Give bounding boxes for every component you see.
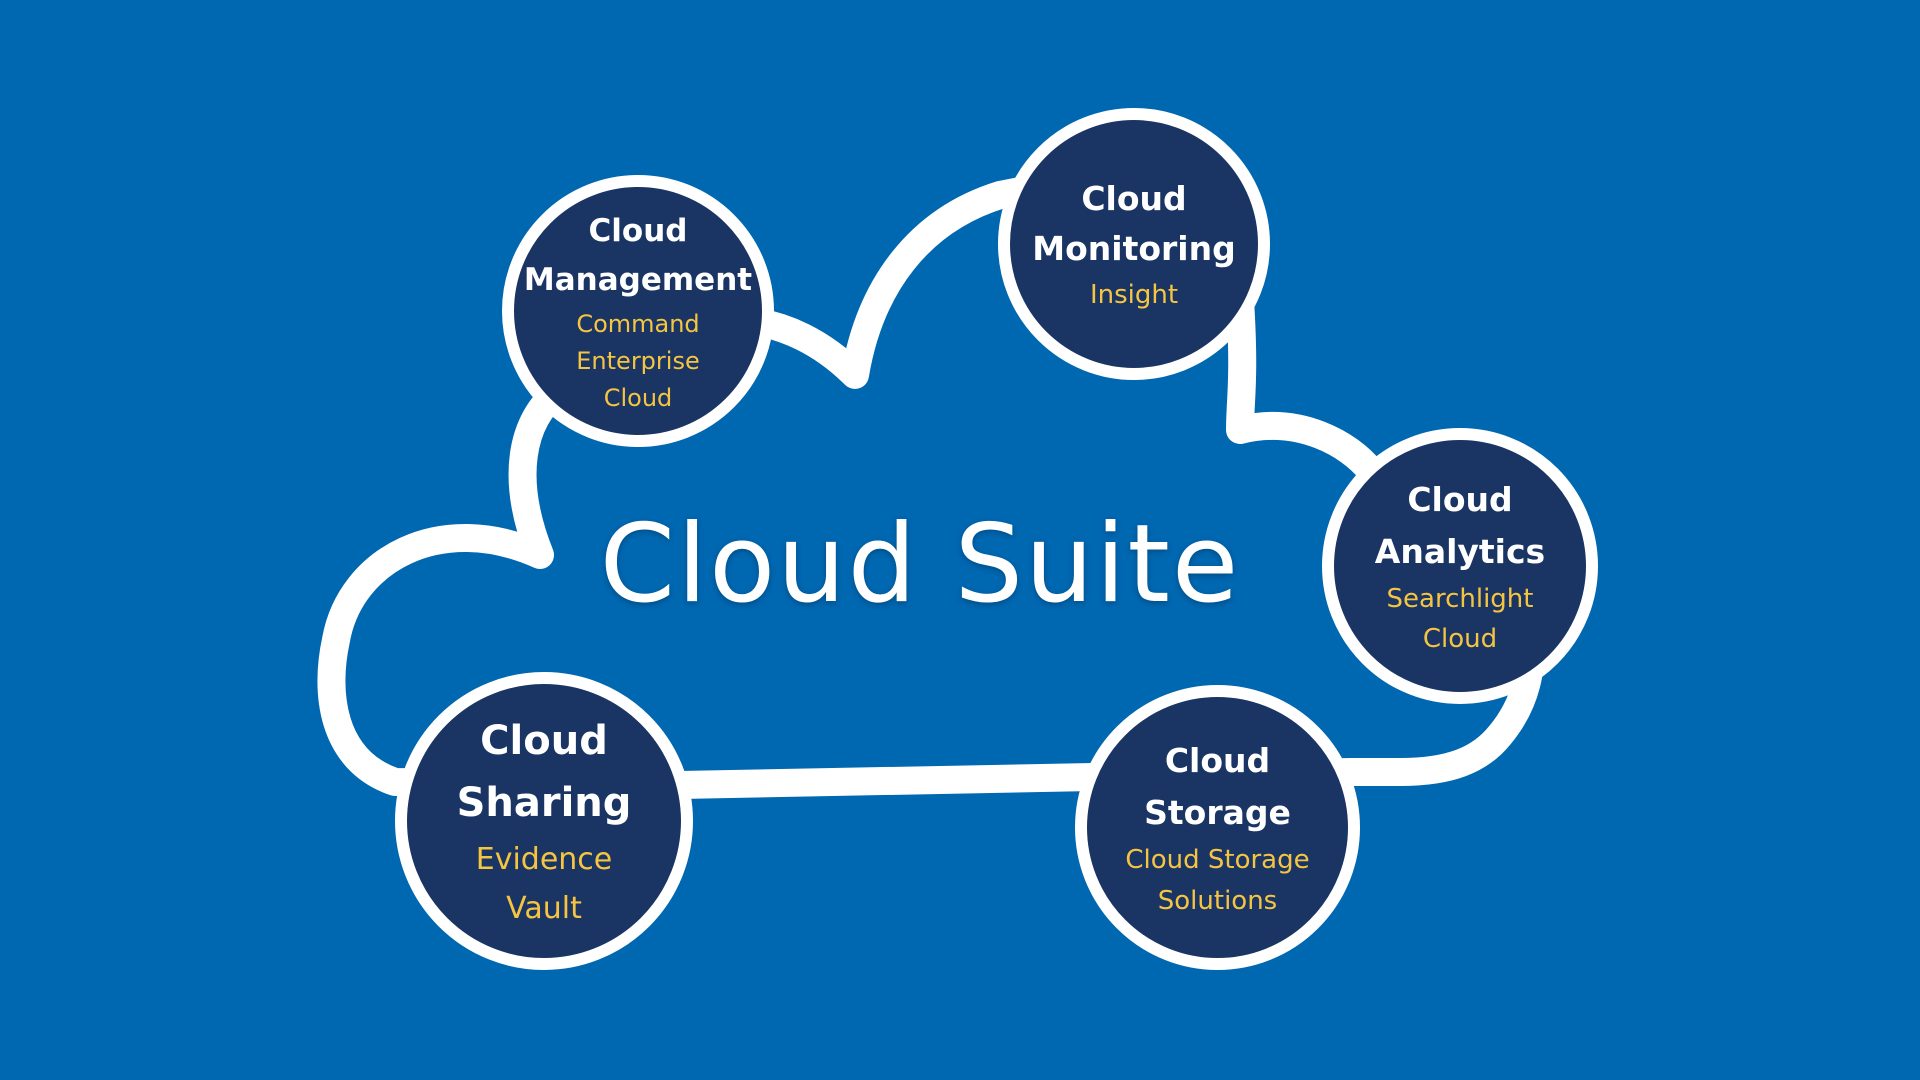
cloud-management-product-line-3: Cloud <box>603 383 673 412</box>
cloud-management-node: Cloud Management Command Enterprise Clou… <box>502 175 774 447</box>
cloud-storage-product-line-2: Solutions <box>1157 885 1278 916</box>
cloud-analytics-node: Cloud Analytics Searchlight Cloud <box>1322 428 1598 704</box>
cloud-sharing-product-line-1: Evidence <box>475 842 613 877</box>
cloud-storage-node: Cloud Storage Cloud Storage Solutions <box>1075 685 1360 970</box>
cloud-storage-product-line-1: Cloud Storage <box>1125 844 1310 875</box>
cloud-analytics-title-line-2: Analytics <box>1374 532 1546 571</box>
cloud-monitoring-product-line-1: Insight <box>1089 280 1179 310</box>
cloud-storage-title-line-1: Cloud <box>1164 740 1271 780</box>
cloud-sharing-title-line-1: Cloud <box>480 718 608 764</box>
cloud-sharing-node: Cloud Sharing Evidence Vault <box>395 672 693 970</box>
cloud-analytics-title-line-1: Cloud <box>1407 480 1513 519</box>
cloud-management-product-line-1: Command <box>576 309 700 338</box>
cloud-storage-title-line-2: Storage <box>1144 792 1291 832</box>
cloud-sharing-title-line-2: Sharing <box>456 780 632 826</box>
cloud-analytics-product-line-2: Cloud <box>1422 624 1498 654</box>
cloud-analytics-product-line-1: Searchlight <box>1386 584 1534 614</box>
cloud-monitoring-title-line-1: Cloud <box>1081 179 1187 218</box>
cloud-sharing-product-line-2: Vault <box>506 891 582 926</box>
cloud-monitoring-title-line-2: Monitoring <box>1032 229 1236 268</box>
cloud-management-product-line-2: Enterprise <box>576 346 700 375</box>
cloud-management-title-line-1: Cloud <box>588 212 688 249</box>
cloud-management-title-line-2: Management <box>523 261 753 298</box>
cloud-monitoring-node: Cloud Monitoring Insight <box>998 108 1270 380</box>
diagram-title: Cloud Suite <box>599 502 1241 627</box>
